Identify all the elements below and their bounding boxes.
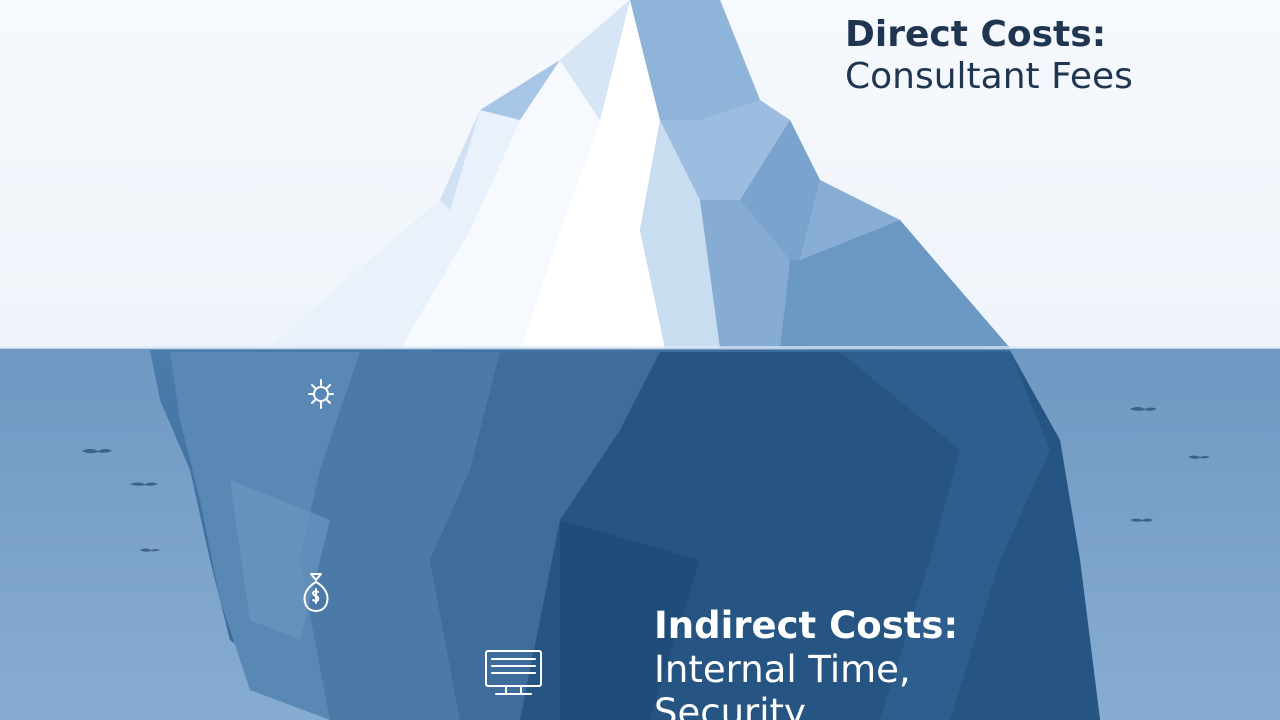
monitor-icon bbox=[485, 650, 542, 695]
indirect-costs-line-1: Internal Time, bbox=[654, 647, 911, 691]
underwater-iceberg bbox=[150, 350, 1100, 720]
direct-costs-label: Direct Costs: Consultant Fees bbox=[845, 14, 1133, 99]
money-bag-icon bbox=[303, 573, 329, 612]
indirect-costs-label: Indirect Costs: Internal Time, Security bbox=[654, 604, 958, 720]
waterline bbox=[0, 346, 1280, 349]
direct-costs-items: Consultant Fees bbox=[845, 56, 1133, 98]
indirect-costs-heading: Indirect Costs: bbox=[654, 604, 959, 647]
bug-icon bbox=[308, 379, 334, 409]
fish-icon bbox=[82, 407, 1210, 552]
direct-costs-heading: Direct Costs: bbox=[845, 14, 1107, 55]
indirect-costs-line-2: Security bbox=[654, 691, 806, 720]
iceberg-tip bbox=[270, 0, 1010, 348]
